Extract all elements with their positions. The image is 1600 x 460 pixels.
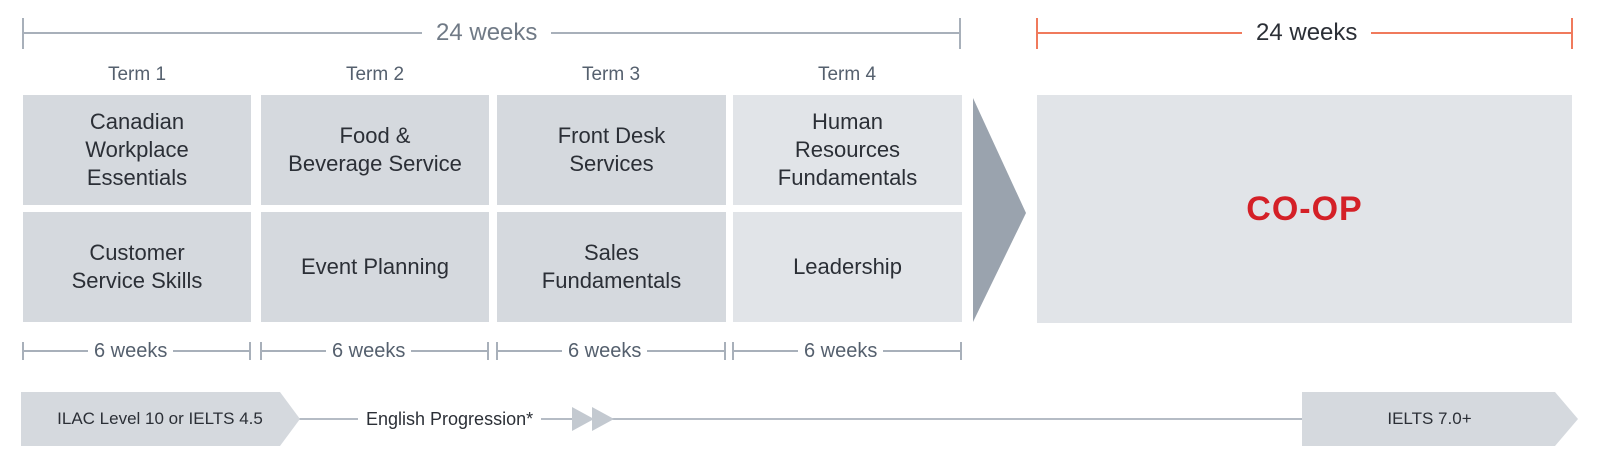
- coop-duration-label: 24 weeks: [1242, 18, 1372, 48]
- term-1-label: Term 1: [107, 64, 167, 85]
- program-duration-label: 24 weeks: [422, 18, 552, 48]
- progression-end-label: IELTS 7.0+: [1387, 409, 1472, 428]
- term-1-duration: 6 weeks: [88, 338, 174, 364]
- fast-forward-icon: [572, 407, 594, 431]
- transition-arrow: [973, 98, 1026, 322]
- term-2-label: Term 2: [345, 64, 405, 85]
- course-sales-fundamentals: Sales Fundamentals: [497, 212, 726, 322]
- course-food-beverage-service: Food & Beverage Service: [261, 95, 489, 205]
- coop-label: CO-OP: [1246, 189, 1363, 228]
- term-4-duration: 6 weeks: [798, 338, 884, 364]
- progression-start-label: ILAC Level 10 or IELTS 4.5: [57, 409, 263, 428]
- term-4-label: Term 4: [817, 64, 877, 85]
- course-canadian-workplace-essentials: Canadian Workplace Essentials: [23, 95, 251, 205]
- coop-block: CO-OP: [1037, 95, 1572, 323]
- course-front-desk-services: Front Desk Services: [497, 95, 726, 205]
- term-3-duration: 6 weeks: [562, 338, 648, 364]
- course-event-planning: Event Planning: [261, 212, 489, 322]
- progression-middle-label: English Progression*: [358, 407, 542, 431]
- course-customer-service-skills: Customer Service Skills: [23, 212, 251, 322]
- term-2-duration: 6 weeks: [326, 338, 412, 364]
- progression-end-chevron: [1302, 392, 1578, 446]
- course-leadership: Leadership: [733, 212, 962, 322]
- course-human-resources-fundamentals: Human Resources Fundamentals: [733, 95, 962, 205]
- progression-start-chevron: [21, 392, 300, 446]
- term-3-label: Term 3: [581, 64, 641, 85]
